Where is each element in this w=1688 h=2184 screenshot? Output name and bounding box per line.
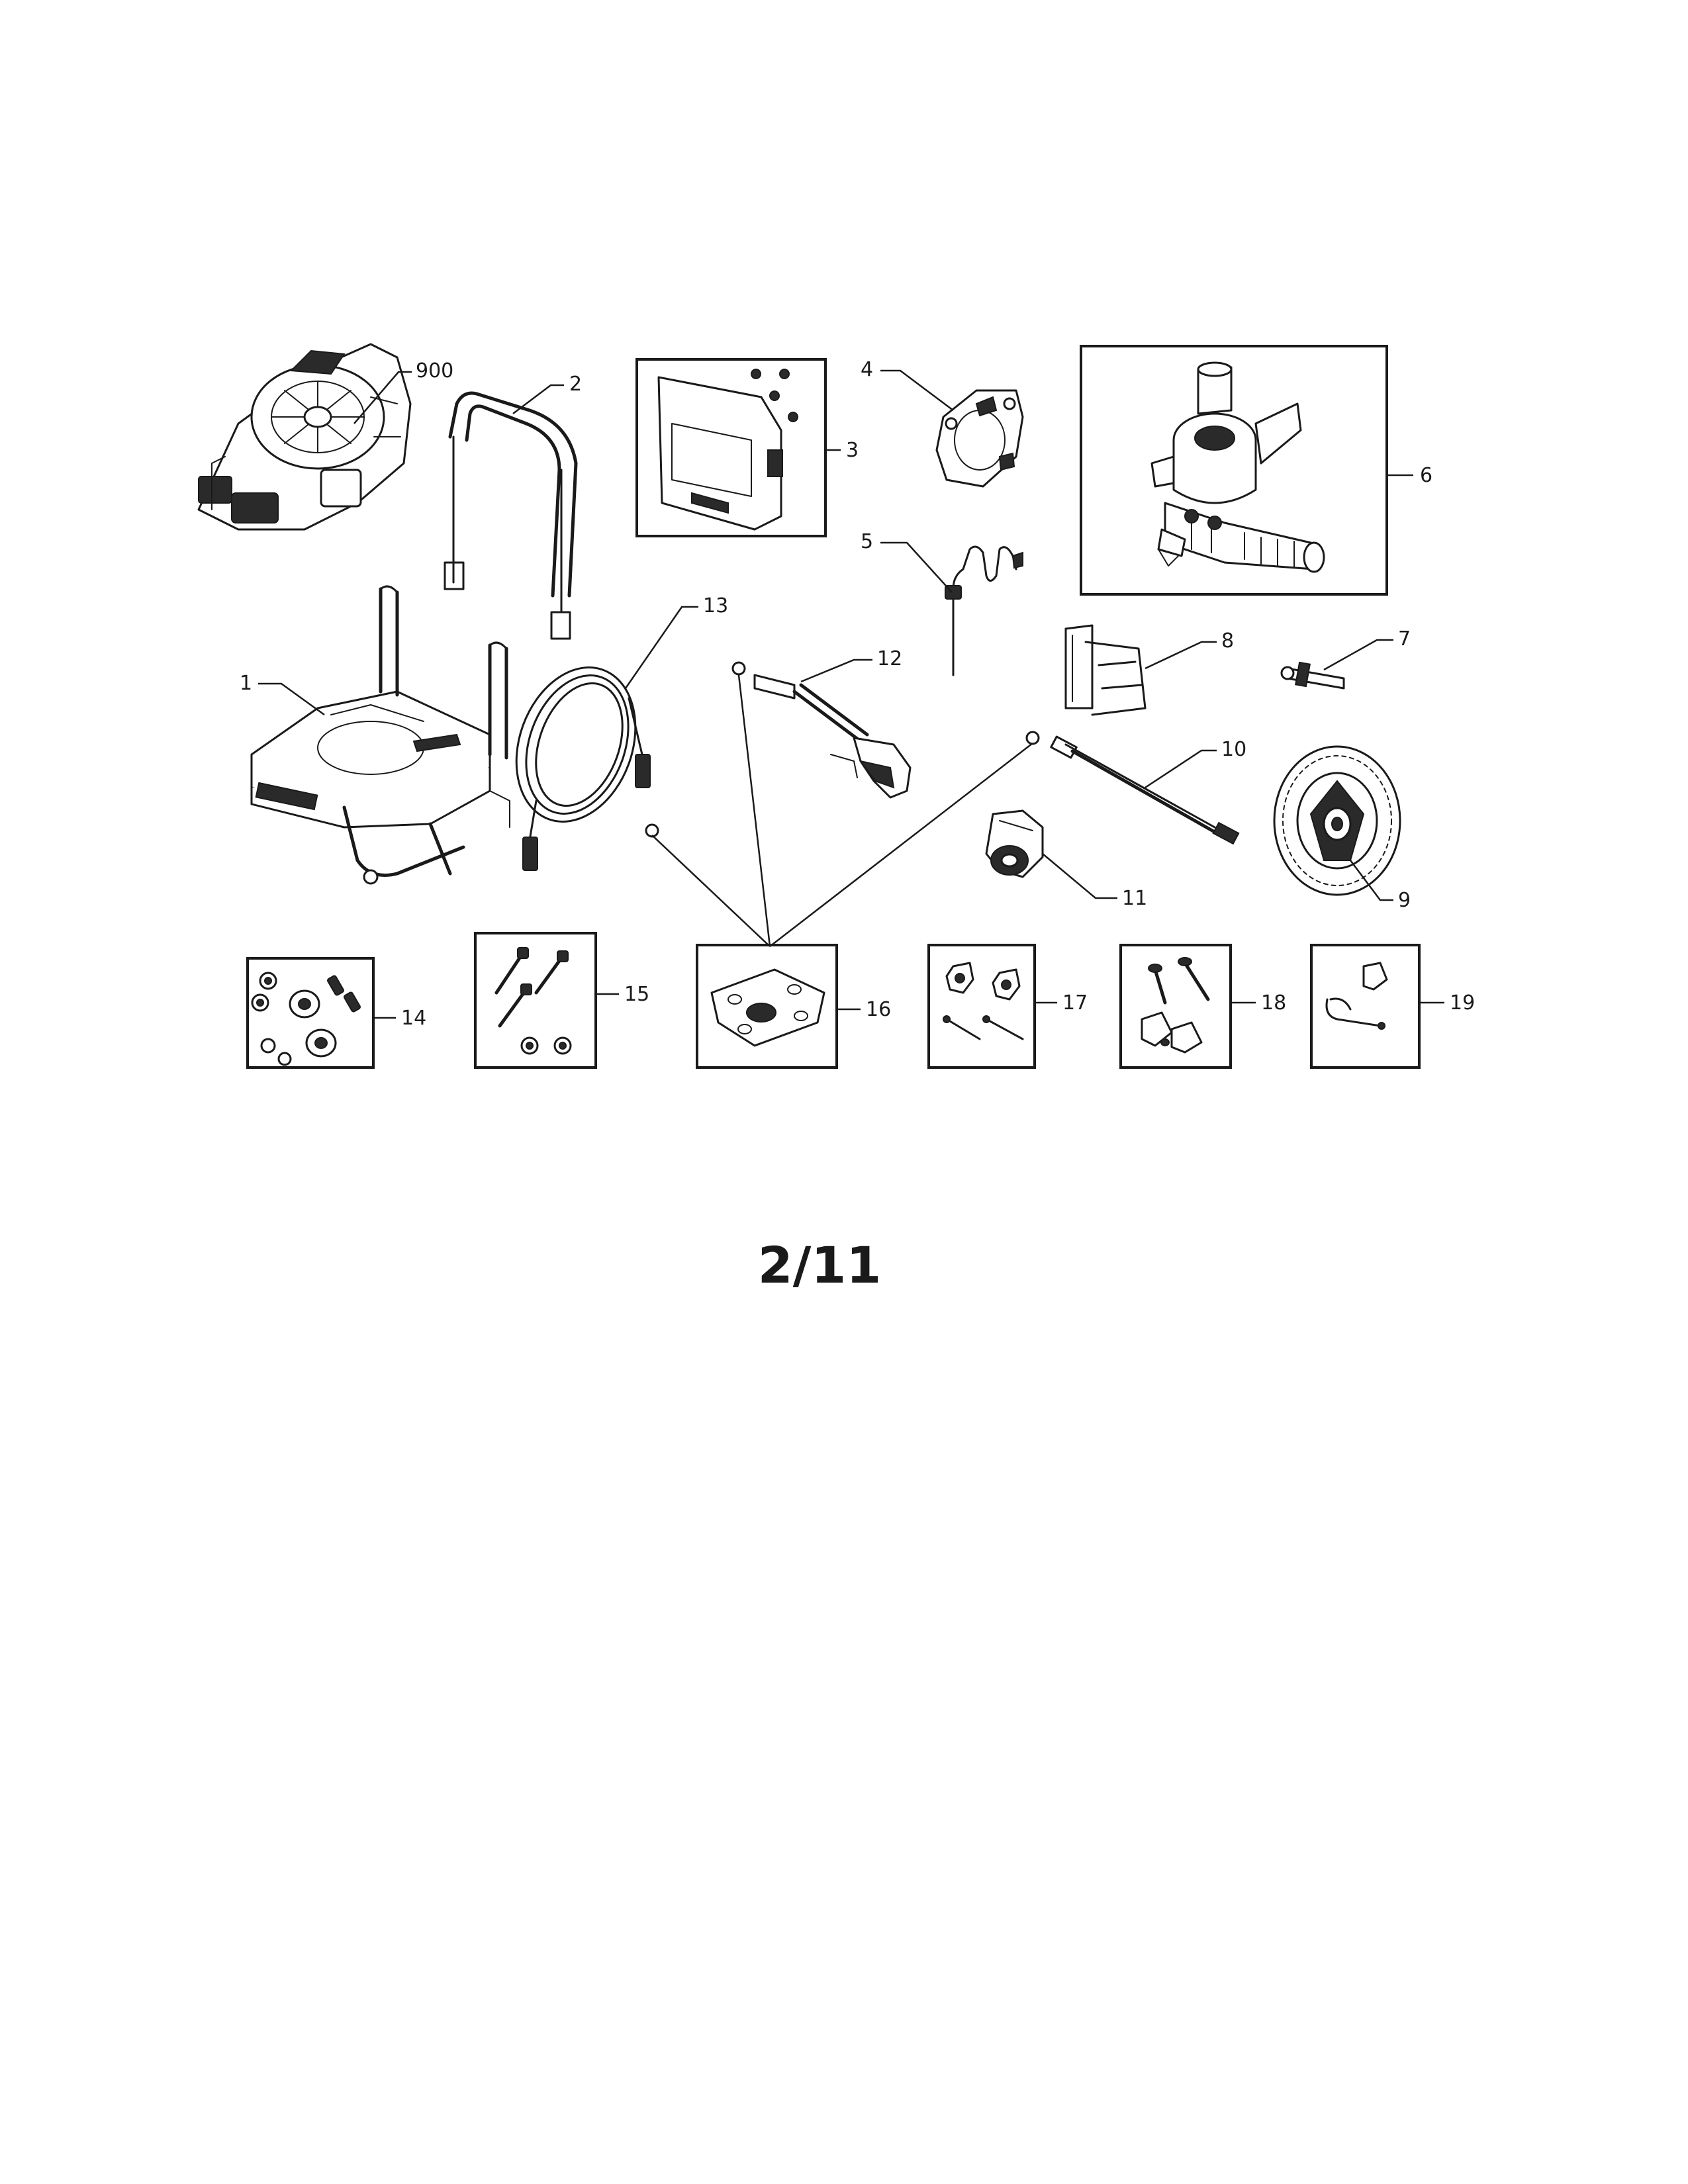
- hose-illustration: [515, 666, 659, 871]
- callout-15: 15: [624, 983, 649, 1006]
- handle-illustration: [444, 391, 578, 640]
- part-19-box: [1310, 944, 1421, 1069]
- callout-1: 1: [240, 672, 252, 695]
- engine-illustration: [197, 343, 412, 531]
- nozzle-selector-illustration: [985, 809, 1044, 878]
- callout-2: 2: [569, 373, 582, 396]
- frame-illustration: [250, 585, 510, 885]
- console-panel-illustration: [657, 369, 798, 531]
- callout-5: 5: [861, 530, 873, 553]
- callout-4: 4: [861, 358, 873, 381]
- lance-illustration: [1025, 731, 1240, 845]
- callout-3: 3: [846, 439, 859, 462]
- part-18-box: [1119, 944, 1232, 1069]
- wheel-illustration: [1273, 745, 1401, 896]
- knob-bolt-17-illustration: [943, 962, 1024, 1040]
- callout-18: 18: [1261, 991, 1286, 1015]
- pin-kit-19-illustration: [1325, 962, 1388, 1030]
- hardware-kit-14-illustration: [251, 972, 361, 1066]
- callout-16: 16: [866, 998, 891, 1021]
- callout-17: 17: [1062, 991, 1088, 1015]
- axle-illustration: [1280, 661, 1345, 690]
- part-15-box: [474, 932, 597, 1069]
- spray-gun-illustration: [731, 661, 912, 799]
- wire-illustration: [945, 545, 1023, 676]
- callout-8: 8: [1221, 629, 1234, 653]
- hardware-kit-15-illustration: [494, 947, 572, 1055]
- callout-9: 9: [1398, 889, 1411, 912]
- part-17-box: [927, 944, 1036, 1069]
- holder-bracket-illustration: [1064, 624, 1147, 716]
- callout-12: 12: [877, 647, 902, 670]
- part-6-box: [1080, 345, 1388, 596]
- callout-19: 19: [1450, 991, 1475, 1015]
- part-16-box: [696, 944, 838, 1069]
- callout-14: 14: [401, 1007, 426, 1030]
- knob-bolt-18-illustration: [1141, 957, 1210, 1054]
- oring-kit-16-illustration: [710, 968, 825, 1047]
- flange-illustration: [935, 389, 1024, 488]
- callout-900: 900: [416, 359, 453, 383]
- pump-illustration: [1150, 361, 1325, 573]
- callout-6: 6: [1420, 464, 1432, 487]
- callout-11: 11: [1122, 887, 1147, 910]
- page-number: 2/11: [758, 1236, 881, 1295]
- part-14-box: [246, 957, 375, 1069]
- part-3-box: [635, 358, 827, 537]
- callout-7: 7: [1398, 627, 1411, 651]
- callout-13: 13: [703, 594, 728, 617]
- callout-10: 10: [1221, 738, 1246, 761]
